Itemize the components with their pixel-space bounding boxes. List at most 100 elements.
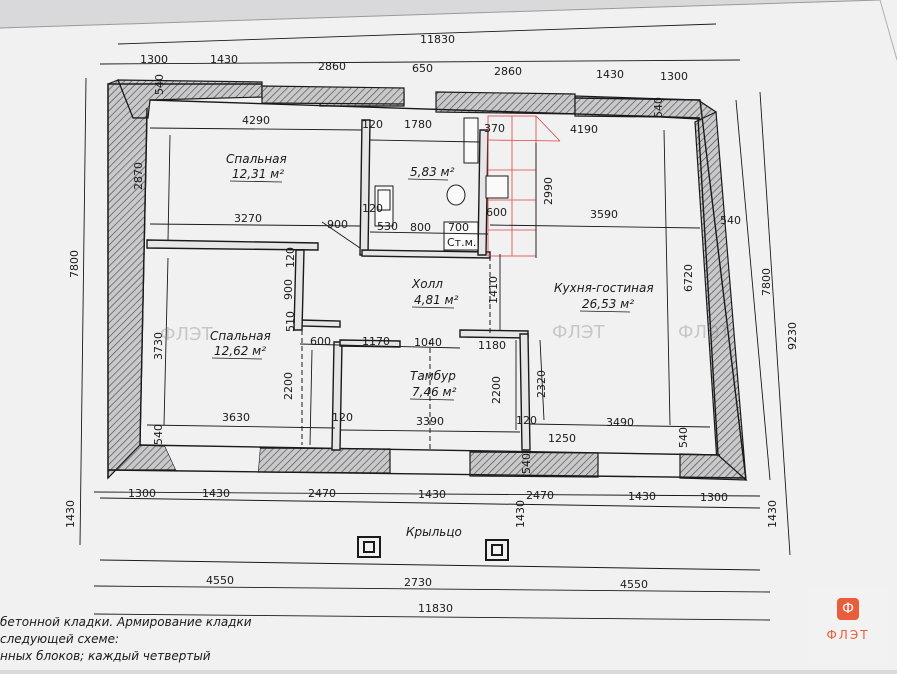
flat-logo: Ф ФЛЭТ <box>805 586 891 664</box>
porch-step-right <box>485 539 509 561</box>
svg-text:120: 120 <box>332 411 353 424</box>
svg-text:3630: 3630 <box>222 411 250 424</box>
svg-text:3490: 3490 <box>606 416 634 429</box>
wc-label: Ст.м. <box>447 236 476 249</box>
dim-top-overall: 11830 <box>420 33 455 46</box>
dim-right-overall: 9230 <box>786 322 799 350</box>
dim-bottom-seg-3: 2470 <box>308 487 336 500</box>
dim-bottom-overall: 11830 <box>418 602 453 615</box>
room-labels: Спальная 12,31 м² 5,83 м² Ст.м. Спальная… <box>210 152 654 539</box>
svg-text:510: 510 <box>284 311 297 332</box>
dim-left-porch: 1430 <box>64 500 77 528</box>
watermark-2: ФЛЭТ <box>552 322 606 343</box>
bath-fixtures <box>374 117 509 251</box>
svg-text:2870: 2870 <box>132 162 145 190</box>
room-bedroom-2-name: Спальная <box>210 329 271 343</box>
svg-text:120: 120 <box>516 414 537 427</box>
dim-left-total: 7800 <box>68 250 81 278</box>
svg-text:800: 800 <box>410 221 431 234</box>
porch-step-left <box>357 536 381 558</box>
svg-text:900: 900 <box>327 218 348 231</box>
room-bath-area: 5,83 м² <box>410 165 455 179</box>
svg-text:600: 600 <box>310 335 331 348</box>
dim-right-porch: 1430 <box>766 500 779 528</box>
dim-third-3: 4550 <box>620 578 648 591</box>
dim-third-1: 4550 <box>206 574 234 587</box>
svg-text:1180: 1180 <box>478 339 506 352</box>
dim-bottom-seg-2: 1430 <box>202 487 230 500</box>
porch <box>99 497 761 571</box>
svg-text:120: 120 <box>362 118 383 131</box>
dim-top-seg-1: 1300 <box>140 53 168 66</box>
watermark-1: ФЛЭТ <box>160 324 214 345</box>
interior-dimensions: 540 4290 120 1780 370 4190 540 2870 2990… <box>132 74 741 448</box>
dim-top-seg-5: 2860 <box>494 65 522 78</box>
svg-text:540: 540 <box>153 74 166 95</box>
outer-outline <box>107 83 747 481</box>
dim-top-seg-3: 2860 <box>318 60 346 73</box>
porch-label: Крыльцо <box>406 525 462 539</box>
svg-text:1040: 1040 <box>414 336 442 349</box>
room-kitchen-name: Кухня-гостиная <box>554 281 654 295</box>
room-vestibule-area: 7,46 м² <box>412 385 457 399</box>
svg-text:4190: 4190 <box>570 123 598 136</box>
dimension-lines <box>79 23 791 621</box>
dim-bottom-seg-5: 2470 <box>526 489 554 502</box>
dim-top-seg-2: 1430 <box>210 53 238 66</box>
dim-top-seg-4: 650 <box>412 62 433 75</box>
dim-third-2: 2730 <box>404 576 432 589</box>
watermarks: ФЛЭТ ФЛЭТ ФЛЭТ <box>160 322 732 345</box>
svg-text:1250: 1250 <box>548 432 576 445</box>
dim-bottom-seg-6: 1430 <box>628 490 656 503</box>
svg-text:900: 900 <box>282 279 295 300</box>
svg-text:120: 120 <box>362 202 383 215</box>
note-line-3: нных блоков; каждый четвертый <box>0 649 211 663</box>
room-kitchen-area: 26,53 м² <box>582 297 634 311</box>
svg-text:6720: 6720 <box>682 264 695 292</box>
svg-text:540: 540 <box>520 453 533 474</box>
room-bedroom-1-name: Спальная <box>226 152 287 166</box>
svg-text:2200: 2200 <box>282 372 295 400</box>
svg-text:2990: 2990 <box>542 177 555 205</box>
svg-text:540: 540 <box>152 424 165 445</box>
note-line-1: бетонной кладки. Армирование кладки <box>0 615 252 629</box>
svg-text:700: 700 <box>448 221 469 234</box>
svg-text:540: 540 <box>652 97 665 118</box>
svg-text:1430: 1430 <box>514 500 527 528</box>
svg-text:1410: 1410 <box>487 276 500 304</box>
flat-logo-icon: Ф <box>837 598 859 620</box>
svg-text:2320: 2320 <box>535 370 548 398</box>
room-bedroom-1-area: 12,31 м² <box>232 167 284 181</box>
svg-text:600: 600 <box>486 206 507 219</box>
dim-top-seg-6: 1430 <box>596 68 624 81</box>
room-bedroom-2-area: 12,62 м² <box>214 344 266 358</box>
svg-text:3590: 3590 <box>590 208 618 221</box>
svg-text:370: 370 <box>484 122 505 135</box>
flat-logo-text: ФЛЭТ <box>826 628 870 642</box>
side-dimensions: 7800 1430 7800 9230 1430 <box>64 250 799 528</box>
notes: бетонной кладки. Армирование кладки след… <box>0 615 252 663</box>
watermark-3: ФЛЭТ <box>678 322 732 343</box>
dim-bottom-seg-7: 1300 <box>700 491 728 504</box>
svg-text:3270: 3270 <box>234 212 262 225</box>
svg-text:540: 540 <box>720 214 741 227</box>
svg-text:530: 530 <box>377 220 398 233</box>
svg-text:120: 120 <box>284 247 297 268</box>
note-line-2: следующей схеме: <box>0 632 119 646</box>
room-hall-name: Холл <box>411 277 443 291</box>
dim-top-seg-7: 1300 <box>660 70 688 83</box>
room-hall-area: 4,81 м² <box>414 293 459 307</box>
svg-text:2200: 2200 <box>490 376 503 404</box>
dim-right-total: 7800 <box>760 268 773 296</box>
svg-text:4290: 4290 <box>242 114 270 127</box>
room-vestibule-name: Тамбур <box>410 369 456 383</box>
top-dimensions: 11830 1300 1430 2860 650 2860 1430 1300 <box>140 33 688 83</box>
svg-text:3730: 3730 <box>152 332 165 360</box>
svg-text:1780: 1780 <box>404 118 432 131</box>
bottom-dimensions: 1300 1430 2470 1430 2470 1430 1300 4550 … <box>128 453 728 615</box>
door-swings <box>301 256 491 450</box>
svg-text:3390: 3390 <box>416 415 444 428</box>
